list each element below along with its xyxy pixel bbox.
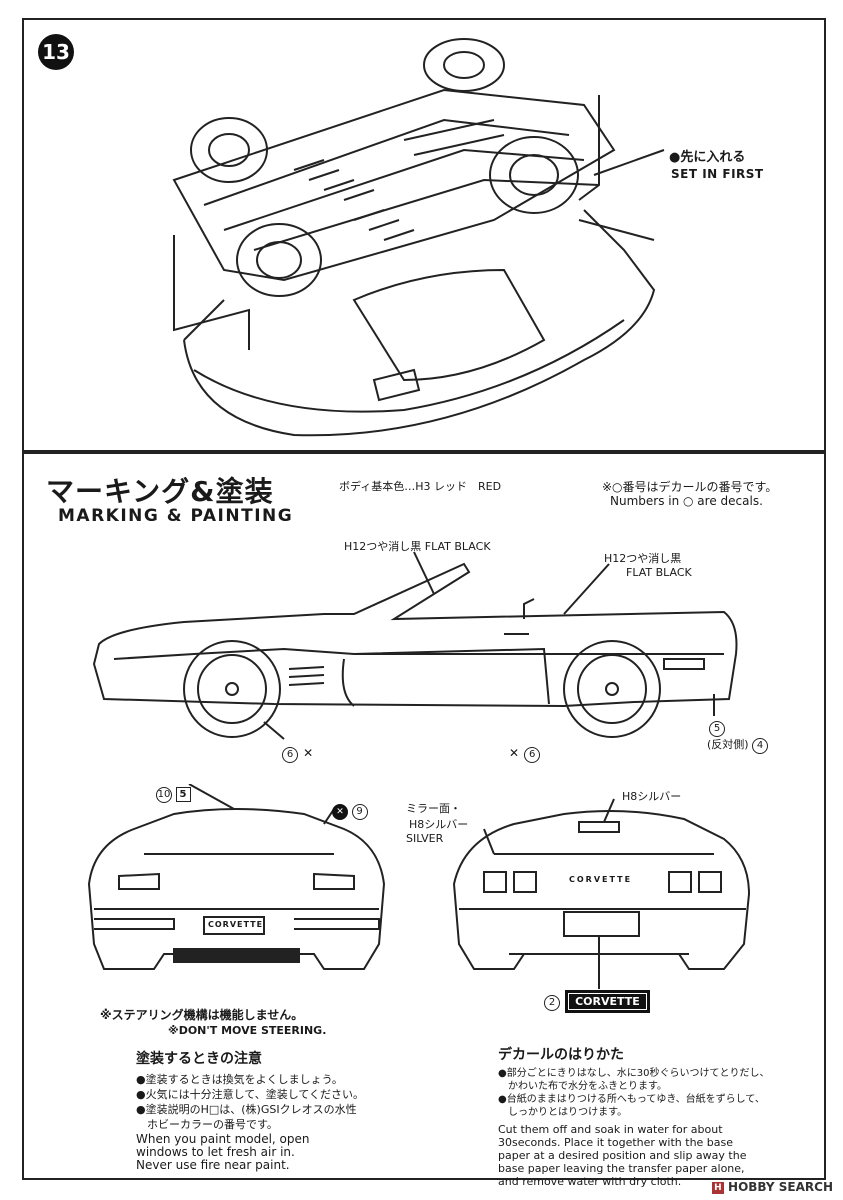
watermark-logo-icon: H [711,1181,724,1194]
emblem-icon: ✕ [332,804,348,820]
step-number-badge: 13 [38,34,74,70]
mirror-paint-en: FLAT BLACK [626,566,692,579]
corvette-plate-decal: CORVETTE [565,990,650,1013]
decal-number-note-jp: ※○番号はデカールの番号です。 [602,480,778,494]
decal-note-en-line: and remove water with dry cloth. [498,1175,682,1188]
mirror-paint-jp: H12つや消し黒 [604,552,682,565]
decal-number-note-en: Numbers in ○ are decals. [610,494,763,508]
section-title-jp: マーキング&塗装 [46,475,274,508]
rear-plate-decal: 2 CORVETTE [544,990,650,1013]
decal-note-en-line: 30seconds. Place it together with the ba… [498,1136,734,1149]
side-view-car-illustration [92,551,738,740]
decal-6-front-marker: 6 ✕ [282,742,313,763]
paint-note-en-line: windows to let fresh air in. [136,1145,295,1159]
paint-note-line: ●火気には十分注意して、塗装してください。 [136,1088,365,1101]
steering-note-en: ※DON'T MOVE STEERING. [168,1024,327,1037]
chassis-assembly-illustration [172,38,665,437]
set-in-first-callout-jp: ●先に入れる [669,150,746,165]
decal-note-en-line: Cut them off and soak in water for about [498,1123,723,1136]
painting-precautions: 塗装するときの注意 ●塗装するときは換気をよくしましょう。 ●火気には十分注意し… [136,1048,436,1172]
body-color-note: ボディ基本色…H3 レッド RED [339,480,502,493]
paint-note-line: ホビーカラーの番号です。 [136,1118,278,1131]
decal-note-line: かわいた布で水分をふきとります。 [498,1081,667,1092]
paint-note-line: ●塗装説明のH□は、(株)GSIクレオスの水性 [136,1103,357,1116]
windshield-paint-jp: H12つや消し黒 [344,540,422,553]
front-decal-markers: 10 5 [156,787,191,803]
decal-application-notes: デカールのはりかた ●部分ごとにきりはなし、水に30秒ぐらいつけてとりだし、 か… [498,1044,798,1188]
mirror-face-paint: H8シルバー [409,818,469,831]
set-in-first-callout-en: SET IN FIRST [671,167,764,181]
rear-top-silver-label: H8シルバー [622,790,682,803]
front-plate-text: CORVETTE [208,920,264,929]
decal-note-en-line: paper at a desired position and slip awa… [498,1149,747,1162]
steering-note-jp: ※ステアリング機構は機能しません。 [100,1008,304,1022]
decal-note-en-line: base paper leaving the transfer paper al… [498,1162,745,1175]
decal-application-heading: デカールのはりかた [498,1047,624,1063]
decal-note-line: しっかりとはりつけます。 [498,1107,628,1118]
decal-4-marker: 4 [752,738,769,754]
decal-10-marker: 10 [156,787,172,803]
step-13-panel: 13 [22,18,826,452]
opposite-side-note: (反対側) 4 [707,736,769,754]
windshield-frame-paint-label: H12つや消し黒 FLAT BLACK [344,538,491,554]
rear-corvette-badge: CORVETTE [569,875,633,884]
painting-precautions-heading: 塗装するときの注意 [136,1051,262,1067]
paint-note-en-line: Never use fire near paint. [136,1158,290,1172]
front-rear-view-illustration [87,784,751,989]
windshield-paint-en: FLAT BLACK [424,540,491,553]
decal-note-line: ●台紙のままはりつける所へもってゆき、台紙をずらして、 [498,1094,765,1105]
decal-9-marker: ✕ 9 [332,804,368,820]
mirror-face-label-jp: ミラー面・ [406,802,461,815]
section-title-en: MARKING & PAINTING [58,506,294,526]
decal-6-rear-marker: ✕ 6 [509,742,541,763]
hobby-search-watermark: H HOBBY SEARCH [711,1180,833,1194]
crossed-flags-emblem-icon: ✕ [509,746,520,760]
paint-note-en-line: When you paint model, open [136,1132,310,1146]
marking-painting-panel: マーキング&塗装 MARKING & PAINTING ボディ基本色…H3 レッ… [22,452,826,1188]
decal-5-marker: 5 [709,716,725,737]
decal-2-marker: 2 [544,995,560,1011]
paint-note-line: ●塗装するときは換気をよくしましょう。 [136,1073,343,1086]
crossed-flags-emblem-icon: ✕ [303,746,314,760]
decal-note-line: ●部分ごとにきりはなし、水に30秒ぐらいつけてとりだし、 [498,1068,770,1079]
mirror-face-en: SILVER [406,832,444,845]
decal-5-square-marker: 5 [175,787,191,802]
